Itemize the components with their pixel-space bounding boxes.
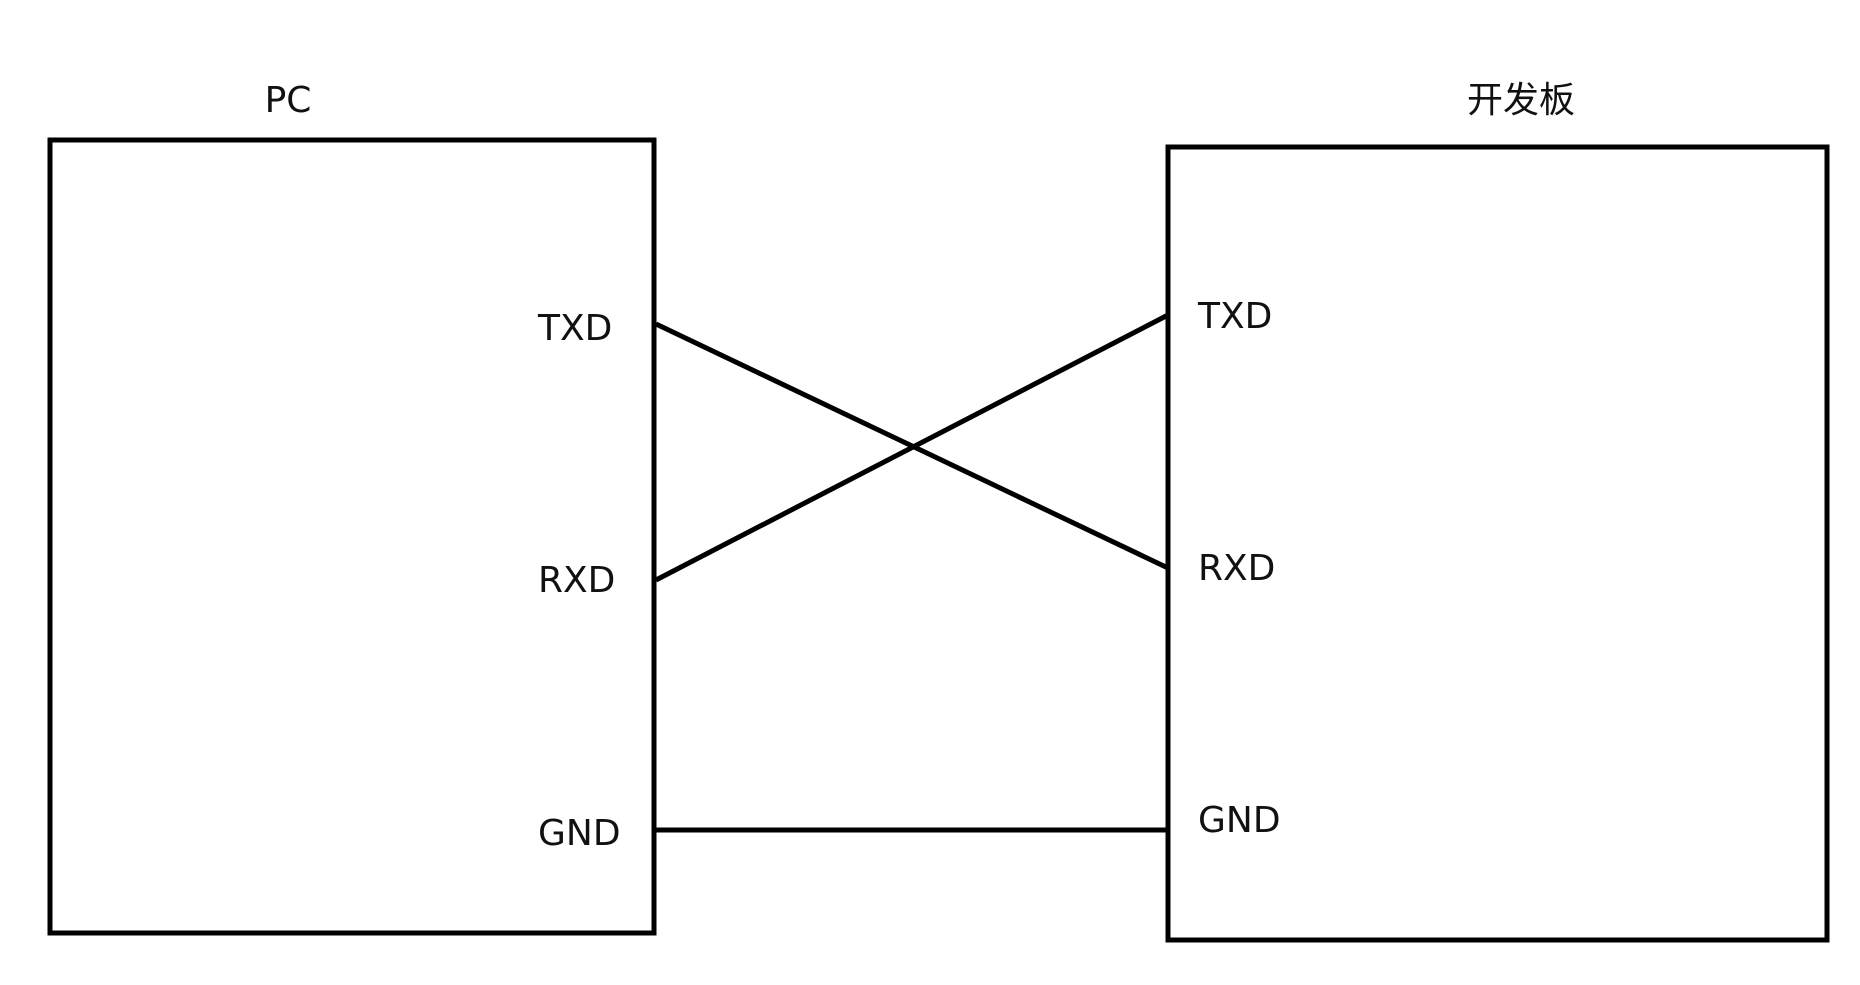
wire-pc-rxd-to-board-txd [654,312,1170,583]
board-pin-gnd: GND [1198,800,1281,841]
pc-box [47,137,657,936]
pc-title: PC [265,80,312,121]
pc-pin-txd: TXD [537,308,612,349]
wires [654,312,1170,833]
board-block: 开发板 TXD RXD GND [1165,80,1830,943]
board-box [1165,144,1830,943]
pc-block: PC TXD RXD GND [47,80,657,936]
pc-pin-gnd: GND [538,813,621,854]
board-title: 开发板 [1467,80,1575,121]
board-pin-txd: TXD [1197,296,1272,337]
pc-pin-rxd: RXD [538,560,615,601]
board-pin-rxd: RXD [1198,548,1275,589]
